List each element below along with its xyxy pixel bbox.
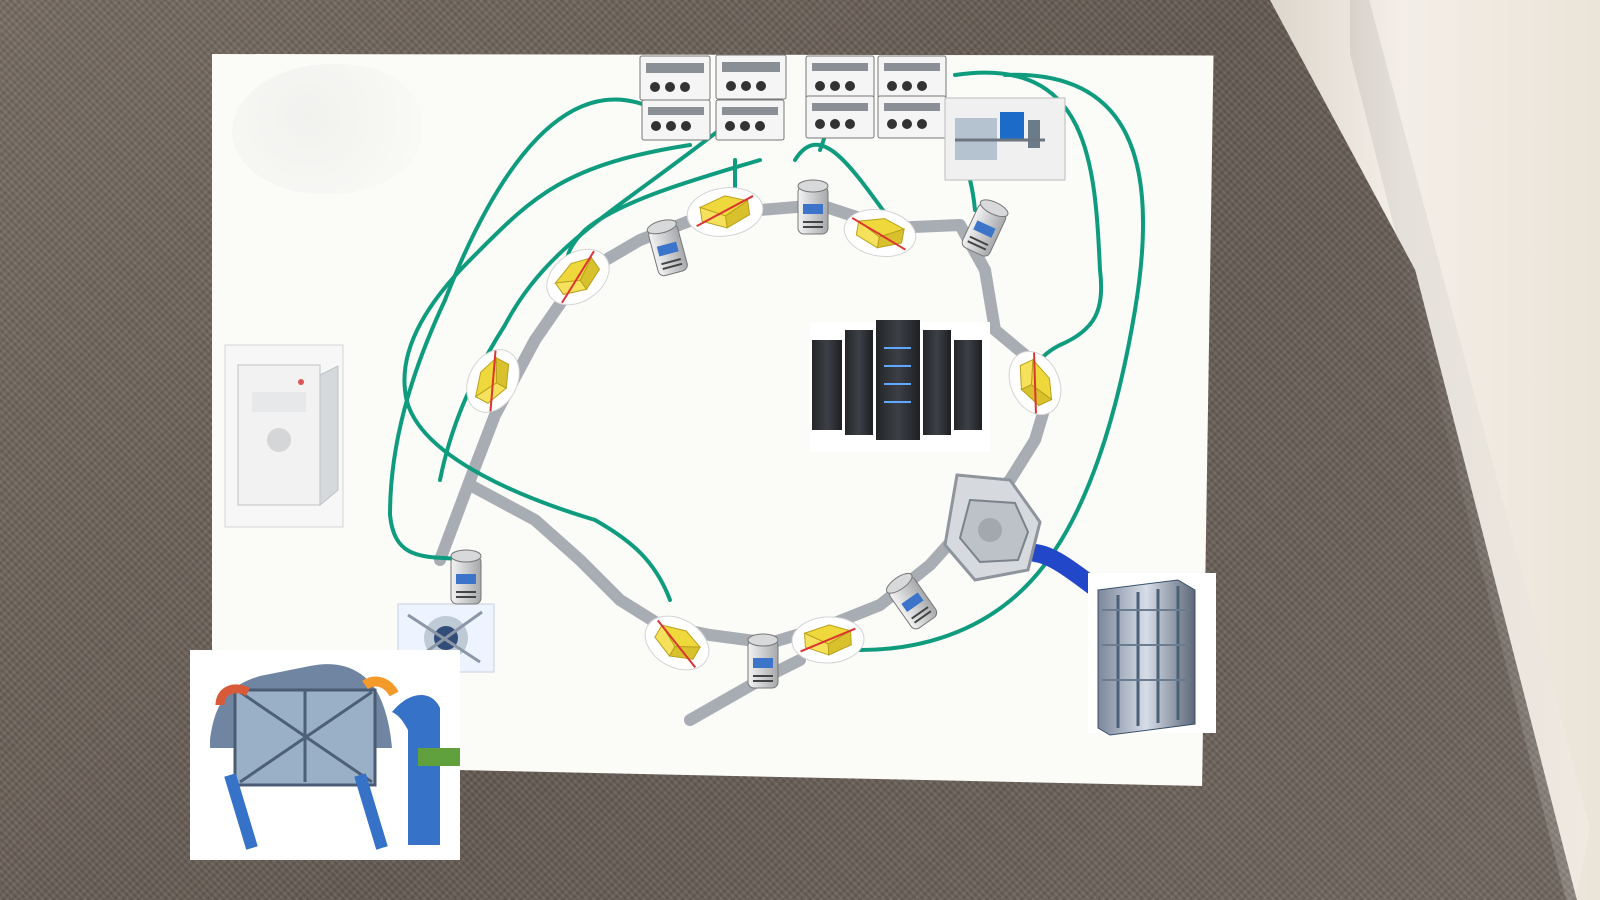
server-rack-icon (810, 320, 990, 452)
power-supply-icon (715, 99, 785, 141)
pump-icon (885, 572, 938, 630)
magnet-icon (791, 616, 865, 664)
power-supply-icon (877, 55, 947, 99)
magnet-icon (466, 349, 520, 413)
pump-icon (747, 633, 779, 689)
cabinet-icon (1088, 573, 1216, 736)
power-supply-icon (639, 55, 711, 101)
power-supply-group (639, 54, 947, 141)
power-supply-icon (877, 95, 947, 139)
pump-icon (450, 549, 482, 605)
power-supply-icon (715, 54, 787, 100)
magnet-icon (843, 209, 917, 257)
power-supply-icon (805, 95, 875, 139)
vacuum-chamber-icon (943, 473, 1042, 582)
magnet-icon (686, 187, 764, 237)
pump-icon (646, 219, 688, 277)
magnet-icon (644, 615, 710, 671)
magnet-icon (1008, 350, 1062, 416)
magnets-and-pumps (450, 179, 1062, 689)
power-supply-icon (641, 99, 711, 141)
equipment-images (190, 97, 1216, 860)
chiller-icon (224, 344, 344, 528)
pump-icon (797, 179, 829, 235)
detector-icon (397, 603, 495, 673)
pump-icon (961, 199, 1009, 257)
vacuum-chamber-icon (944, 97, 1066, 181)
magnet-icon (546, 248, 610, 306)
accelerator-structure-icon (190, 650, 460, 860)
power-supply-icon (805, 55, 875, 99)
